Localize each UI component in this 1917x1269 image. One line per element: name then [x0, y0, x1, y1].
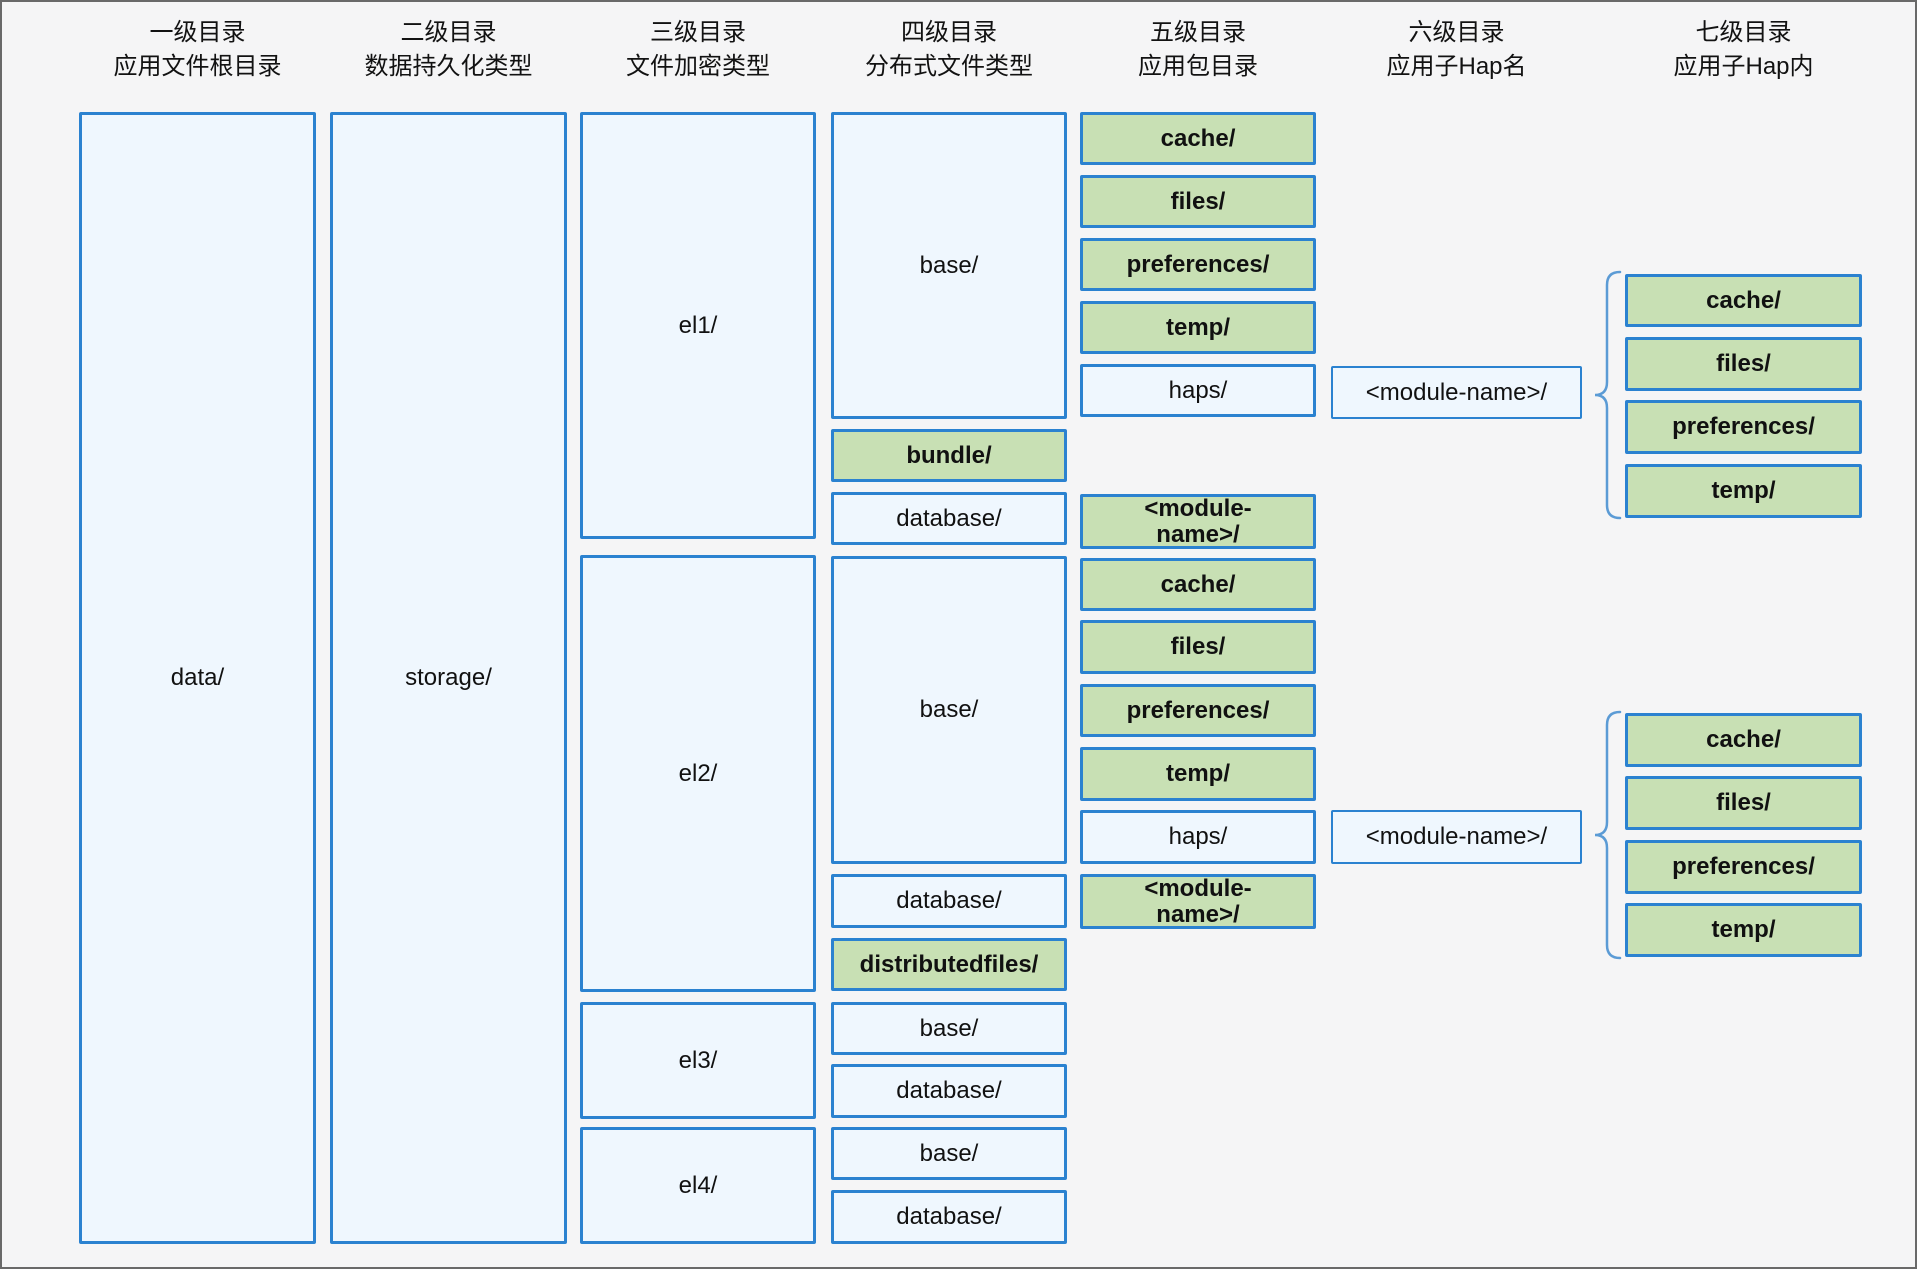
column-header-level1: 一级目录 应用文件根目录: [79, 16, 316, 84]
dir-box-el2: el2/: [580, 555, 816, 992]
dir-box-hap1-cache: cache/: [1625, 274, 1862, 327]
header-line2: 数据持久化类型: [364, 53, 533, 80]
dir-box-g2-cache: cache/: [1080, 558, 1316, 611]
header-line2: 文件加密类型: [626, 53, 770, 80]
dir-box-g1-files: files/: [1080, 175, 1316, 228]
column-header-level4: 四级目录 分布式文件类型: [831, 16, 1067, 84]
dir-box-hap2-cache: cache/: [1625, 713, 1862, 767]
brace-connector-1: [1594, 270, 1622, 520]
header-line1: 五级目录: [1150, 19, 1246, 46]
dir-box-g2-module-bottom: <module-name>/: [1080, 874, 1316, 929]
header-line2: 应用文件根目录: [113, 53, 282, 80]
header-line1: 四级目录: [901, 19, 997, 46]
dir-box-el1: el1/: [580, 112, 816, 539]
dir-box-g2-preferences: preferences/: [1080, 684, 1316, 737]
column-header-level6: 六级目录 应用子Hap名: [1331, 16, 1582, 84]
dir-box-el3: el3/: [580, 1002, 816, 1119]
dir-box-el1-base: base/: [831, 112, 1067, 419]
column-header-level3: 三级目录 文件加密类型: [580, 16, 816, 84]
header-line2: 应用包目录: [1138, 53, 1258, 80]
header-line2: 应用子Hap内: [1673, 53, 1814, 80]
dir-box-el2-distributedfiles: distributedfiles/: [831, 938, 1067, 991]
dir-box-g1-cache: cache/: [1080, 112, 1316, 165]
dir-box-el4: el4/: [580, 1127, 816, 1244]
dir-box-g1-preferences: preferences/: [1080, 238, 1316, 291]
column-header-level2: 二级目录 数据持久化类型: [330, 16, 567, 84]
dir-box-hap2-files: files/: [1625, 776, 1862, 830]
dir-label: <module-name>/: [1144, 874, 1252, 928]
header-line1: 三级目录: [650, 19, 746, 46]
column-header-level5: 五级目录 应用包目录: [1080, 16, 1316, 84]
dir-box-hap1-temp: temp/: [1625, 464, 1862, 518]
dir-box-g1-haps: haps/: [1080, 364, 1316, 417]
dir-box-el3-database: database/: [831, 1064, 1067, 1118]
dir-box-data: data/: [79, 112, 316, 1244]
dir-box-g2-temp: temp/: [1080, 747, 1316, 801]
header-line1: 七级目录: [1695, 19, 1792, 46]
dir-box-module-name-1: <module-name>/: [1331, 366, 1582, 419]
dir-box-el4-base: base/: [831, 1127, 1067, 1180]
dir-box-el2-base: base/: [831, 556, 1067, 864]
dir-box-g2-haps: haps/: [1080, 810, 1316, 864]
header-line2: 应用子Hap名: [1386, 53, 1527, 80]
dir-box-g2-files: files/: [1080, 620, 1316, 674]
dir-box-module-name-2: <module-name>/: [1331, 810, 1582, 864]
dir-box-el3-base: base/: [831, 1002, 1067, 1055]
dir-box-el1-bundle: bundle/: [831, 429, 1067, 482]
dir-box-hap1-preferences: preferences/: [1625, 400, 1862, 454]
dir-box-hap2-temp: temp/: [1625, 903, 1862, 957]
brace-connector-2: [1594, 710, 1622, 960]
dir-box-hap2-preferences: preferences/: [1625, 840, 1862, 894]
column-header-level7: 七级目录 应用子Hap内: [1625, 16, 1862, 84]
dir-box-g1-temp: temp/: [1080, 301, 1316, 354]
dir-label: <module-name>/: [1144, 494, 1252, 548]
header-line1: 二级目录: [400, 19, 497, 46]
dir-box-el1-database: database/: [831, 492, 1067, 545]
header-line2: 分布式文件类型: [865, 53, 1033, 80]
dir-box-g2-module-top: <module-name>/: [1080, 494, 1316, 549]
header-line1: 六级目录: [1408, 19, 1505, 46]
header-line1: 一级目录: [149, 19, 246, 46]
dir-box-el2-database: database/: [831, 874, 1067, 928]
dir-box-storage: storage/: [330, 112, 567, 1244]
dir-box-el4-database: database/: [831, 1190, 1067, 1244]
dir-box-hap1-files: files/: [1625, 337, 1862, 391]
